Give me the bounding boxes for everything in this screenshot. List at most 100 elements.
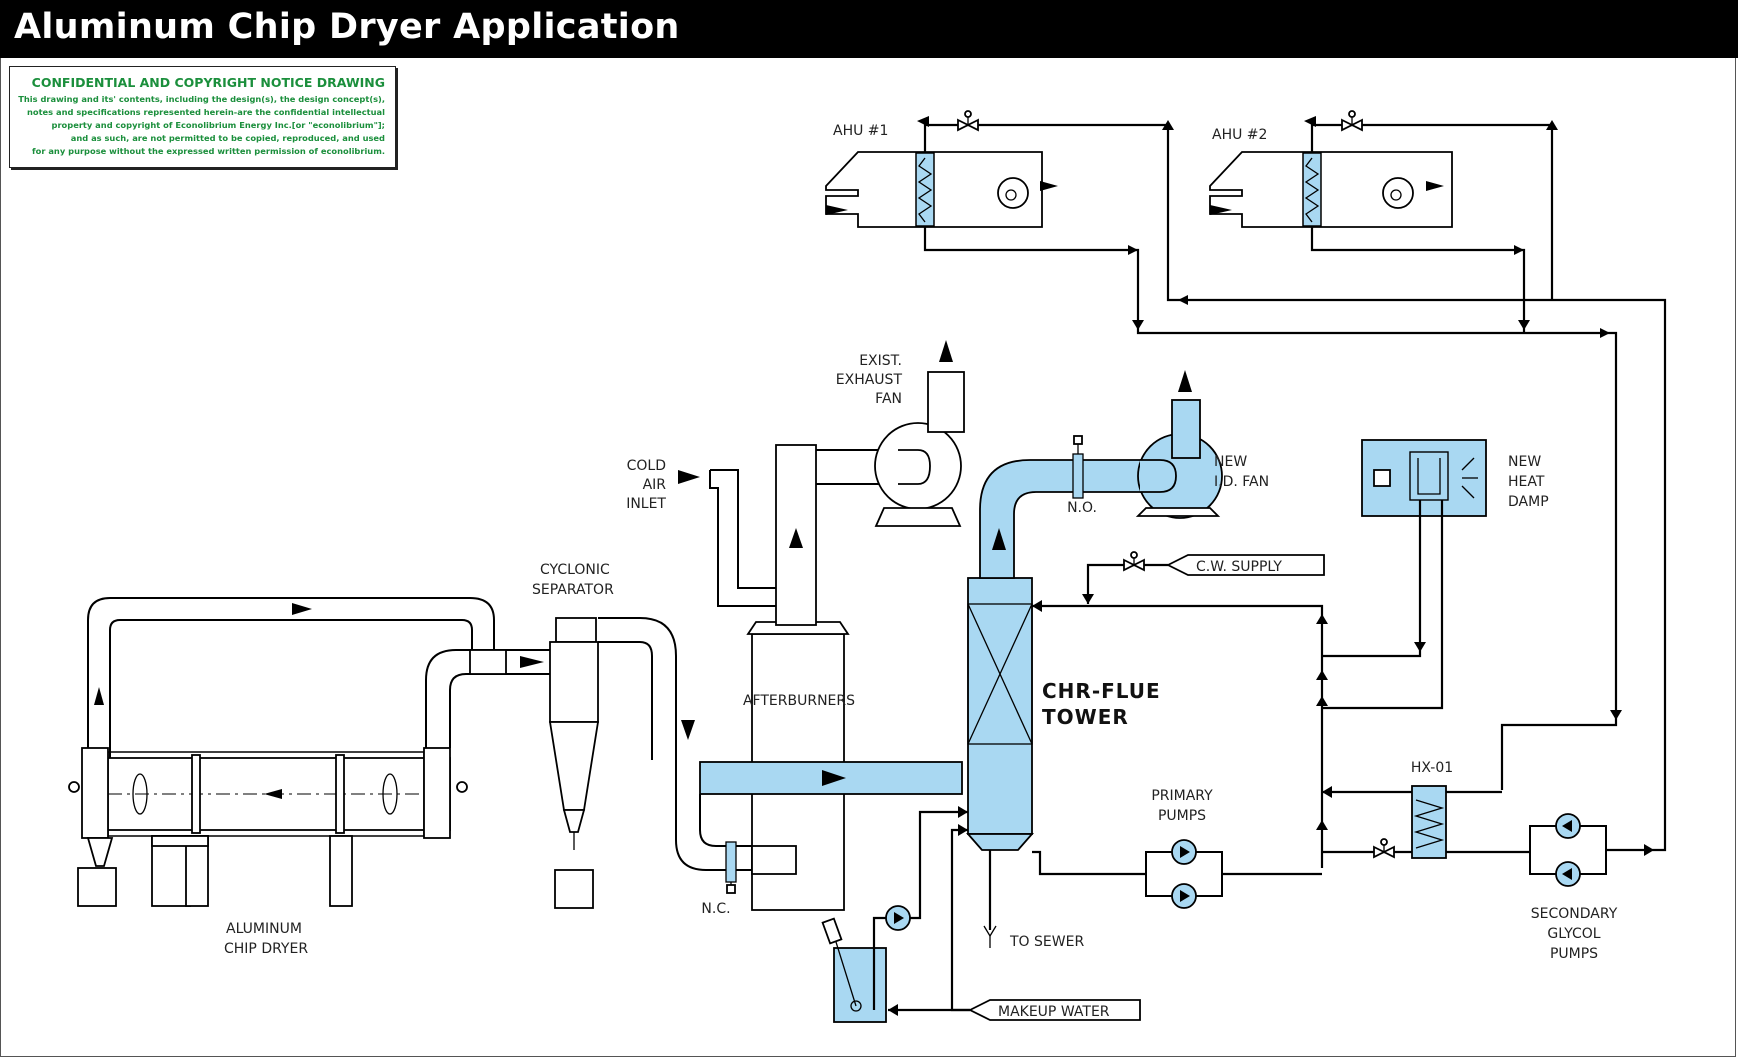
cold-air-label-line2: AIR [643, 477, 667, 493]
supply-arrow-down [1132, 320, 1144, 330]
new-fan-label-line2: I.D. FAN [1214, 474, 1269, 490]
heat-ray-1 [1461, 457, 1475, 471]
dryer-recirc-duct-inner [109, 619, 473, 770]
ahu-2-blower-icon [1382, 177, 1414, 209]
recirc-up-arrow [94, 687, 104, 705]
no-damper-icon [1072, 453, 1084, 499]
cyclone-outlet-duct-inner [598, 641, 653, 760]
secondary-arrow [1644, 844, 1654, 856]
primary-pump-2-arrow [1180, 890, 1190, 902]
hx-label: HX-01 [1411, 760, 1453, 776]
cyclone-discharge [562, 809, 586, 833]
ahu-2-label: AHU #2 [1212, 127, 1267, 143]
new-fan-label-line1: NEW [1214, 454, 1247, 470]
dryer-drive-cap [151, 835, 209, 847]
exist-fan-label-line3: FAN [875, 391, 902, 407]
ahu-1-inlet-arrow [826, 205, 848, 215]
cold-air-label-line3: INLET [626, 496, 666, 512]
cw-supply-tag [1165, 554, 1325, 576]
ahu-1: AHU #1 [825, 123, 1058, 228]
cyclone-top [555, 617, 597, 643]
exist-fan-label-line2: EXHAUST [836, 372, 903, 388]
bypass-duct-outer [675, 760, 752, 871]
makeup-water-tag [967, 999, 1141, 1021]
bypass-duct-inner [699, 794, 752, 847]
dryer-bin-1 [77, 867, 117, 907]
heat-damp-arrow [1414, 642, 1426, 652]
loop-header-right [1032, 604, 1324, 868]
new-heat-label-line3: DAMP [1508, 494, 1549, 510]
cyclone-inlet-arrow [520, 656, 544, 668]
makeup-pipe-tower [950, 828, 970, 1012]
ahu-2-blower-hub [1390, 189, 1402, 201]
heat-damp-coil-tube [1417, 458, 1441, 495]
new-id-fan-outlet [1171, 399, 1201, 459]
water-loop: C.W. SUPPLY PRIMARY PUMPS HX-01 [1032, 551, 1667, 962]
ahu-1-outlet-arrow [1040, 181, 1058, 191]
primary-pump-1-arrow [1180, 846, 1190, 858]
cw-supply-pipe [1086, 563, 1168, 604]
afterburners-label: AFTERBURNERS [743, 693, 855, 709]
tower-body [967, 577, 1033, 835]
chem-mixer-shaft [835, 941, 857, 1007]
heat-damp-return [1322, 500, 1444, 710]
dryer-label-line1: ALUMINUM [226, 921, 302, 937]
cyclone-bin [554, 869, 594, 909]
nc-damper-icon [725, 841, 737, 883]
secondary-discharge [1606, 840, 1667, 852]
sewer-label: TO SEWER [1009, 934, 1084, 950]
ahu-return-pipe-2 [1310, 123, 1554, 300]
ahu-1-blower-hub [1005, 189, 1017, 201]
cyclone-label-line2: SEPARATOR [532, 582, 614, 598]
secondary-pump-2-arrow [1562, 868, 1572, 880]
no-damper-actuator [1073, 435, 1083, 445]
primary-pumps-label-line2: PUMPS [1158, 808, 1206, 824]
loop-arrow-up-3 [1316, 820, 1328, 830]
cyclone-outlet-arrow [681, 720, 695, 740]
tower-outlet-duct [979, 459, 1161, 579]
notice-line: property and copyright of Econolibrium E… [51, 120, 385, 130]
secondary-label-line1: SECONDARY [1531, 906, 1618, 922]
heat-damp-supply [1322, 500, 1422, 658]
ahu-2: AHU #2 [1209, 127, 1453, 228]
nc-damper-actuator [726, 884, 736, 894]
ahu-2-casing [1209, 151, 1453, 228]
chem-mixer-impeller [850, 1000, 862, 1012]
cw-supply-label: C.W. SUPPLY [1196, 559, 1282, 575]
dryer-feed-hood [81, 747, 109, 839]
no-label: N.O. [1067, 500, 1097, 516]
flue-flow-arrow [822, 770, 846, 786]
exist-fan-label-line1: EXIST. [859, 353, 902, 369]
hx-01-icon [1411, 785, 1447, 859]
afterburner-cap [746, 621, 850, 635]
dryer-flow-arrow [264, 789, 282, 799]
cyclone-cone [548, 721, 600, 811]
heat-damp-actuator [1373, 469, 1391, 487]
hx-return-arrow [1322, 786, 1332, 798]
exist-fan-base [874, 507, 962, 527]
header-bar: Aluminum Chip Dryer Application [0, 0, 1738, 58]
supply-arrow-right-2 [1514, 245, 1524, 255]
cold-air-arrow [678, 470, 700, 484]
notice-line: notes and specifications represented her… [26, 107, 385, 117]
cyclone-label-line1: CYCLONIC [540, 562, 610, 578]
cold-air-label-line1: COLD [627, 458, 666, 474]
chem-pump-arrow [894, 912, 904, 924]
page-title: Aluminum Chip Dryer Application [14, 7, 680, 47]
dryer-label-line2: CHIP DRYER [224, 941, 308, 957]
ahu-2-flow-arrow [1304, 116, 1316, 127]
nc-label: N.C. [701, 901, 730, 917]
cyclone-barrel [549, 641, 599, 723]
secondary-label-line3: PUMPS [1550, 946, 1598, 962]
new-id-fan-base [1135, 507, 1221, 517]
ahu-2-valve-icon [1341, 110, 1363, 132]
chem-mixer-motor [821, 917, 843, 945]
supply-arrow-down-2 [1518, 320, 1530, 330]
cold-air-duct-outer [710, 469, 776, 589]
stack-up-arrow [789, 528, 803, 548]
notice-line: and as such, are not permitted to be cop… [70, 133, 385, 143]
dryer-outlet-duct-outer [425, 649, 550, 748]
new-heat-label-line2: HEAT [1508, 474, 1545, 490]
chem-feed-pipe [908, 810, 968, 920]
